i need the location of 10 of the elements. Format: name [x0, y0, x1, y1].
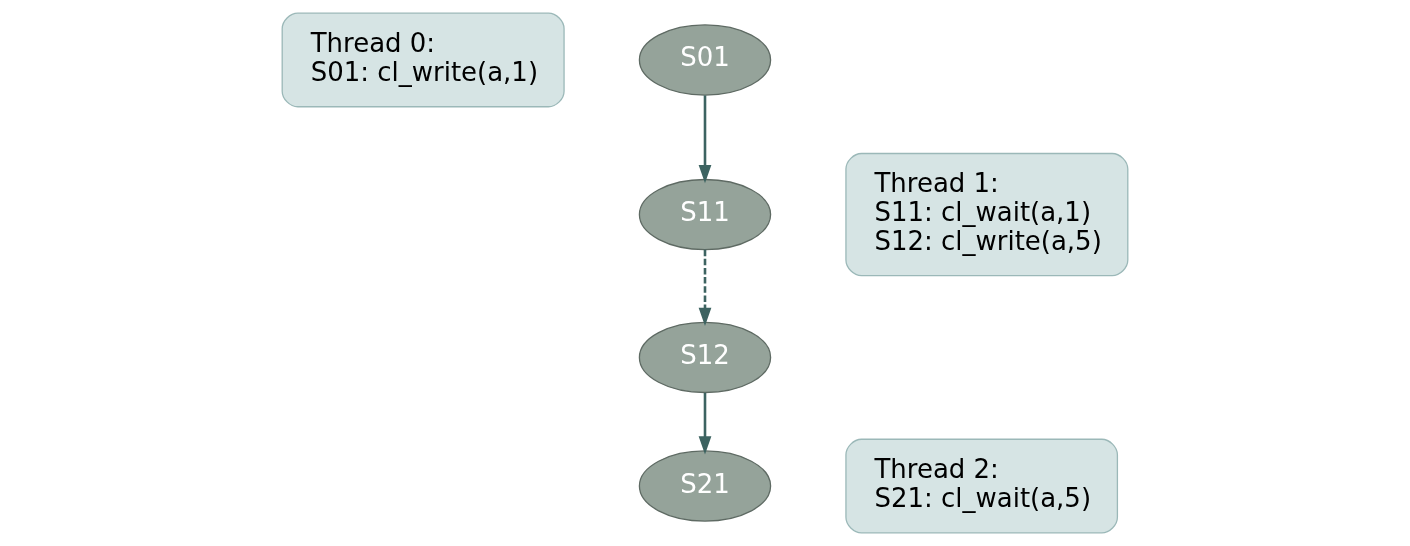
node-ellipse: S11	[638, 178, 772, 251]
arrow	[698, 95, 712, 184]
node-box: Thread 1: S11: cl_wait(a,1) S12: cl_write(a,5)	[845, 152, 1129, 277]
node-box: Thread 2: S21: cl_wait(a,5)	[845, 438, 1119, 534]
node-ellipse: S21	[638, 450, 772, 522]
node-ellipse: S12	[638, 321, 772, 394]
node-ellipse: S01	[638, 24, 772, 96]
arrow	[698, 392, 712, 455]
node-box: Thread 0: S01: cl_write(a,1)	[281, 12, 565, 108]
arrow	[698, 249, 712, 326]
